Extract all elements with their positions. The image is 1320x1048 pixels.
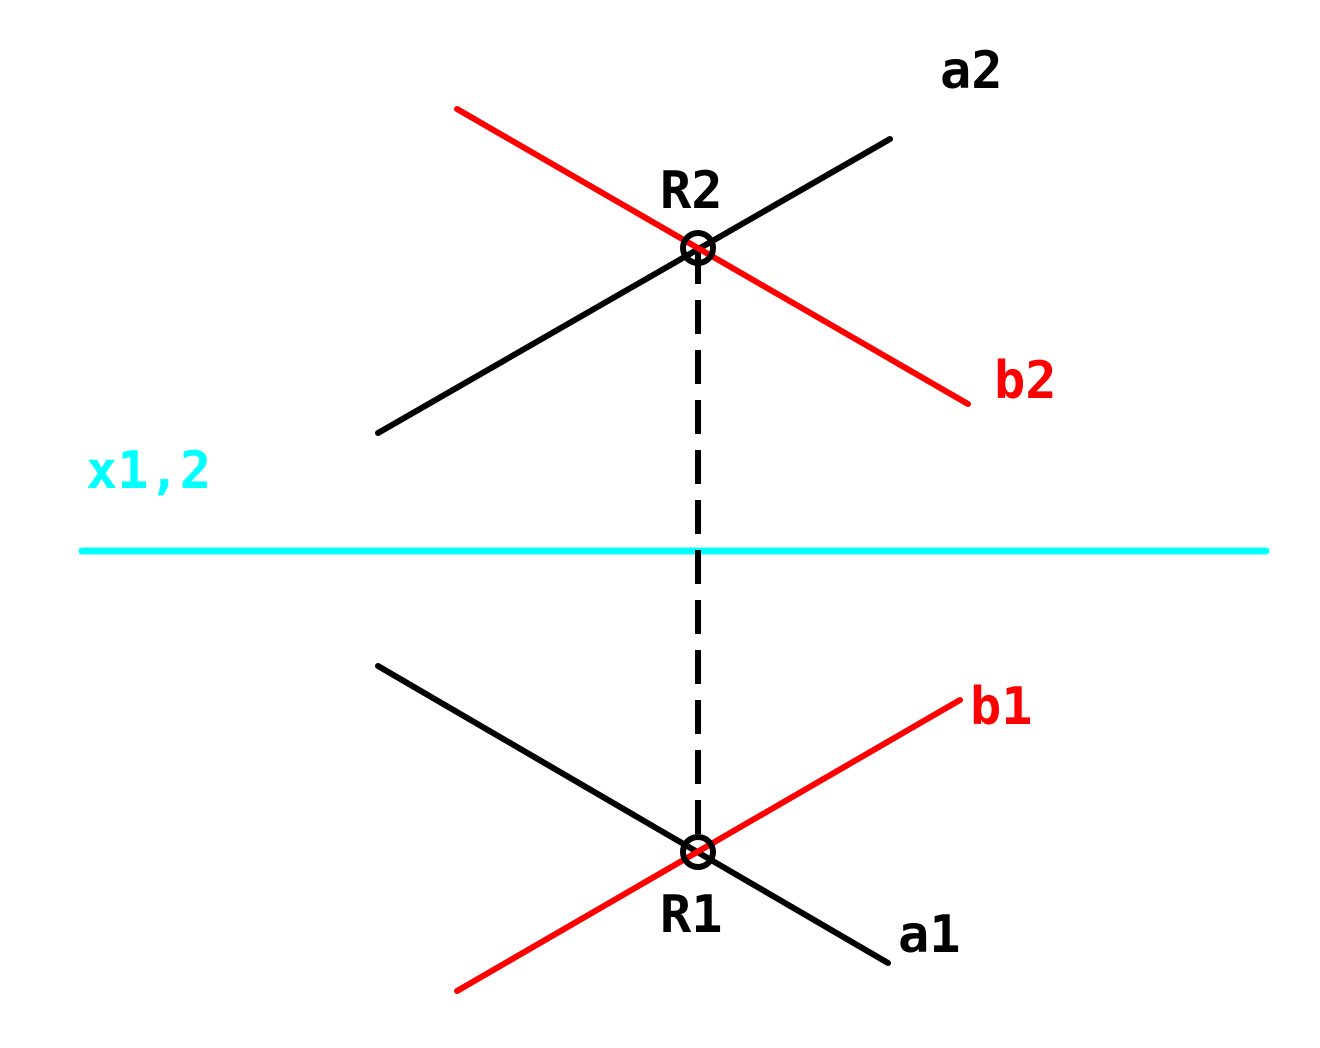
label-b2: b2: [994, 351, 1057, 411]
point-r1-circle: [680, 834, 716, 870]
label-r2: R2: [660, 161, 723, 221]
label-r1: R1: [660, 885, 723, 945]
label-x12: x1,2: [86, 441, 211, 501]
label-a1: a1: [898, 905, 961, 965]
point-r2-circle: [680, 230, 716, 266]
label-b1: b1: [970, 677, 1033, 737]
line-a1: [375, 663, 891, 966]
label-a2: a2: [940, 41, 1003, 101]
line-a2: [375, 136, 893, 436]
